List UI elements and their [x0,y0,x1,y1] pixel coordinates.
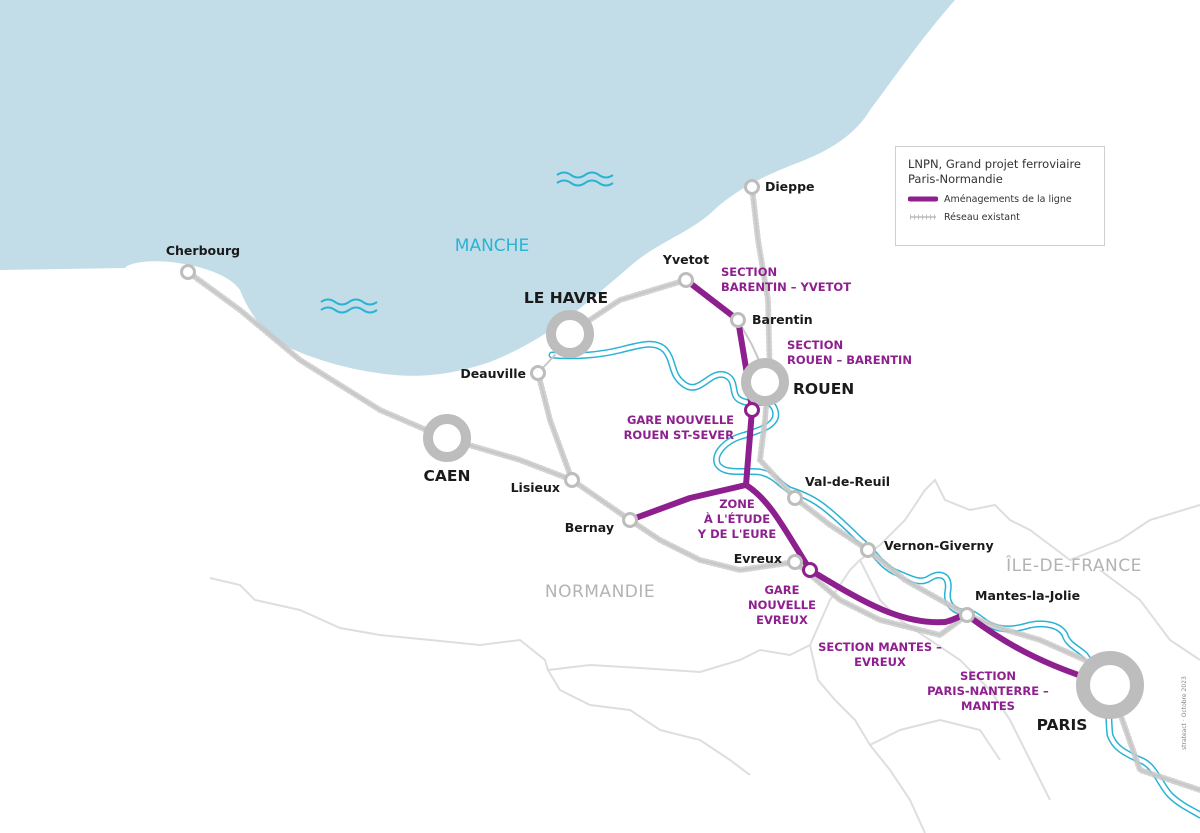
station-paris [1076,651,1144,719]
station-dieppe [744,179,760,195]
city-label-paris: PARIS [1037,716,1088,734]
sea-area [0,0,955,376]
svg-text:ROUEN ST-SEVER: ROUEN ST-SEVER [624,428,735,442]
section-label-mantes-evreux: SECTION MANTES – EVREUX [818,640,942,669]
sea-label: MANCHE [455,236,529,256]
svg-text:À L'ÉTUDE: À L'ÉTUDE [704,511,770,526]
legend-row-new: Aménagements de la ligne [908,193,1092,205]
region-borders [209,478,1200,833]
city-label-vernon: Vernon-Giverny [884,538,994,553]
region-label-idf: ÎLE-DE-FRANCE [1005,554,1142,576]
station-cherbourg [180,264,196,280]
city-label-evreux: Evreux [734,551,782,566]
credit-text: strateact · Octobre 2023 [1181,676,1188,750]
city-label-le-havre: LE HAVRE [524,289,608,307]
station-val-de-reuil [787,490,803,506]
legend-row-existing: Réseau existant [908,211,1092,223]
wave-icon [556,171,614,187]
city-label-barentin: Barentin [752,312,813,327]
svg-text:SECTION: SECTION [960,669,1016,683]
legend-title-line2: Paris-Normandie [908,172,1003,186]
station-rouen [741,358,789,406]
station-yvetot [678,272,694,288]
region-label-normandie: NORMANDIE [545,582,655,602]
station-vernon [860,542,876,558]
svg-text:SECTION MANTES –: SECTION MANTES – [818,640,942,654]
svg-text:MANTES: MANTES [961,699,1015,713]
legend-swatch-existing-rail [908,211,938,223]
station-caen [423,414,471,462]
svg-text:SECTION: SECTION [787,338,843,352]
wave-icon [320,298,378,314]
legend-label-new: Aménagements de la ligne [944,193,1072,205]
city-label-rouen: ROUEN [793,380,854,398]
station-lisieux [564,472,580,488]
station-deauville [530,365,546,381]
svg-text:ZONE: ZONE [719,497,755,511]
city-label-bernay: Bernay [565,520,614,535]
city-label-lisieux: Lisieux [511,480,560,495]
legend-title-line1: LNPN, Grand projet ferroviaire [908,157,1081,171]
city-label-cherbourg: Cherbourg [166,243,240,258]
station-le-havre [546,310,594,358]
section-label-gare-rouen: GARE NOUVELLE ROUEN ST-SEVER [624,413,735,442]
station-markers [180,179,1144,719]
svg-text:Y DE L'EURE: Y DE L'EURE [697,527,777,541]
city-label-dieppe: Dieppe [765,179,815,194]
legend-swatch-new-line [908,193,938,205]
city-label-yvetot: Yvetot [662,252,709,267]
svg-text:PARIS-NANTERRE –: PARIS-NANTERRE – [927,684,1049,698]
new-station-rouen-st-sever [744,402,760,418]
svg-text:EVREUX: EVREUX [854,655,906,669]
station-evreux [787,554,803,570]
section-label-zone-etude: ZONE À L'ÉTUDE Y DE L'EURE [697,497,777,541]
legend-label-existing: Réseau existant [944,211,1020,223]
svg-text:ROUEN – BARENTIN: ROUEN – BARENTIN [787,353,912,367]
section-label-gare-evreux: GARE NOUVELLE EVREUX [748,583,816,627]
station-bernay [622,512,638,528]
svg-text:EVREUX: EVREUX [756,613,808,627]
station-mantes [959,607,975,623]
section-label-barentin-yvetot: SECTION BARENTIN – YVETOT [721,265,851,294]
svg-text:NOUVELLE: NOUVELLE [748,598,816,612]
svg-text:BARENTIN – YVETOT: BARENTIN – YVETOT [721,280,851,294]
new-station-evreux [802,562,818,578]
existing-rail-network [185,184,1200,793]
svg-text:GARE: GARE [764,583,799,597]
city-label-caen: CAEN [424,467,471,485]
map-legend: LNPN, Grand projet ferroviaire Paris-Nor… [895,146,1105,246]
city-label-deauville: Deauville [460,366,526,381]
svg-text:SECTION: SECTION [721,265,777,279]
section-label-rouen-barentin: SECTION ROUEN – BARENTIN [787,338,912,367]
city-label-mantes: Mantes-la-Jolie [975,588,1080,603]
svg-text:GARE NOUVELLE: GARE NOUVELLE [627,413,734,427]
city-label-val-de-reuil: Val-de-Reuil [805,474,890,489]
section-label-paris-mantes: SECTION PARIS-NANTERRE – MANTES [927,669,1049,713]
station-barentin [730,312,746,328]
